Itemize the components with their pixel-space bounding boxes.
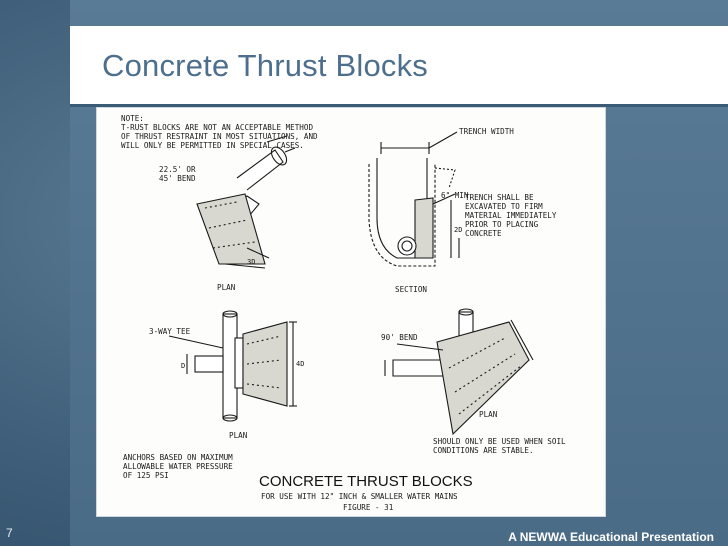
thrust-block-diagram: NOTE: T-RUST BLOCKS ARE NOT AN ACCEPTABL… xyxy=(96,107,606,517)
note-line: T-RUST BLOCKS ARE NOT AN ACCEPTABLE METH… xyxy=(121,123,313,132)
bend-plan-drawing xyxy=(196,135,296,269)
trench-section-drawing xyxy=(368,131,460,267)
anchor-note: ALLOWABLE WATER PRESSURE xyxy=(123,462,233,471)
dimension-label: 2D xyxy=(454,226,462,234)
dimension-label: 4D xyxy=(296,360,304,368)
bend90-label: 90' BEND xyxy=(381,333,418,342)
footer-text: A NEWWA Educational Presentation xyxy=(508,530,714,544)
note-line: OF THRUST RESTRAINT IN MOST SITUATIONS, … xyxy=(121,132,318,141)
bend90-plan-drawing xyxy=(384,308,534,436)
trench-note: MATERIAL IMMEDIATELY xyxy=(465,211,557,220)
trench-note: CONCRETE xyxy=(465,229,502,238)
anchor-note: ANCHORS BASED ON MAXIMUM xyxy=(123,453,233,462)
title-rule xyxy=(70,104,728,107)
trench-width-label: TRENCH WIDTH xyxy=(459,127,514,136)
figure-label: FIGURE - 31 xyxy=(343,503,394,512)
dimension-label: 3D xyxy=(247,258,255,266)
slide-title: Concrete Thrust Blocks xyxy=(102,48,429,83)
min-label: 6" MIN. xyxy=(441,191,473,200)
diagram-drawing: NOTE: T-RUST BLOCKS ARE NOT AN ACCEPTABL… xyxy=(121,114,566,512)
trench-note: EXCAVATED TO FIRM xyxy=(465,202,543,211)
section-label: SECTION xyxy=(395,285,427,294)
plan-label-2: PLAN xyxy=(229,431,248,440)
diagram-text: NOTE: T-RUST BLOCKS ARE NOT AN ACCEPTABL… xyxy=(121,114,566,512)
plan-label-3: PLAN xyxy=(479,410,498,419)
soil-note: CONDITIONS ARE STABLE. xyxy=(433,446,534,455)
title-band xyxy=(70,26,728,104)
plan-label-1: PLAN xyxy=(217,283,236,292)
caption-subtitle: FOR USE WITH 12" INCH & SMALLER WATER MA… xyxy=(261,492,458,501)
slide-number: 7 xyxy=(6,526,13,540)
note-line: NOTE: xyxy=(121,114,144,123)
note-line: WILL ONLY BE PERMITTED IN SPECIAL CASES. xyxy=(121,141,304,150)
caption-title: CONCRETE THRUST BLOCKS xyxy=(259,473,473,490)
soil-note: SHOULD ONLY BE USED WHEN SOIL xyxy=(433,437,566,446)
dimension-label: D xyxy=(181,362,185,370)
tee-label: 3-WAY TEE xyxy=(149,327,191,336)
anchor-note: OF 125 PSI xyxy=(123,471,169,480)
trench-note: TRENCH SHALL BE xyxy=(465,193,534,202)
bend-label: 22.5' OR xyxy=(159,165,196,174)
trench-note: PRIOR TO PLACING xyxy=(465,220,539,229)
tee-plan-drawing xyxy=(168,310,297,422)
bend-label: 45' BEND xyxy=(159,174,196,183)
